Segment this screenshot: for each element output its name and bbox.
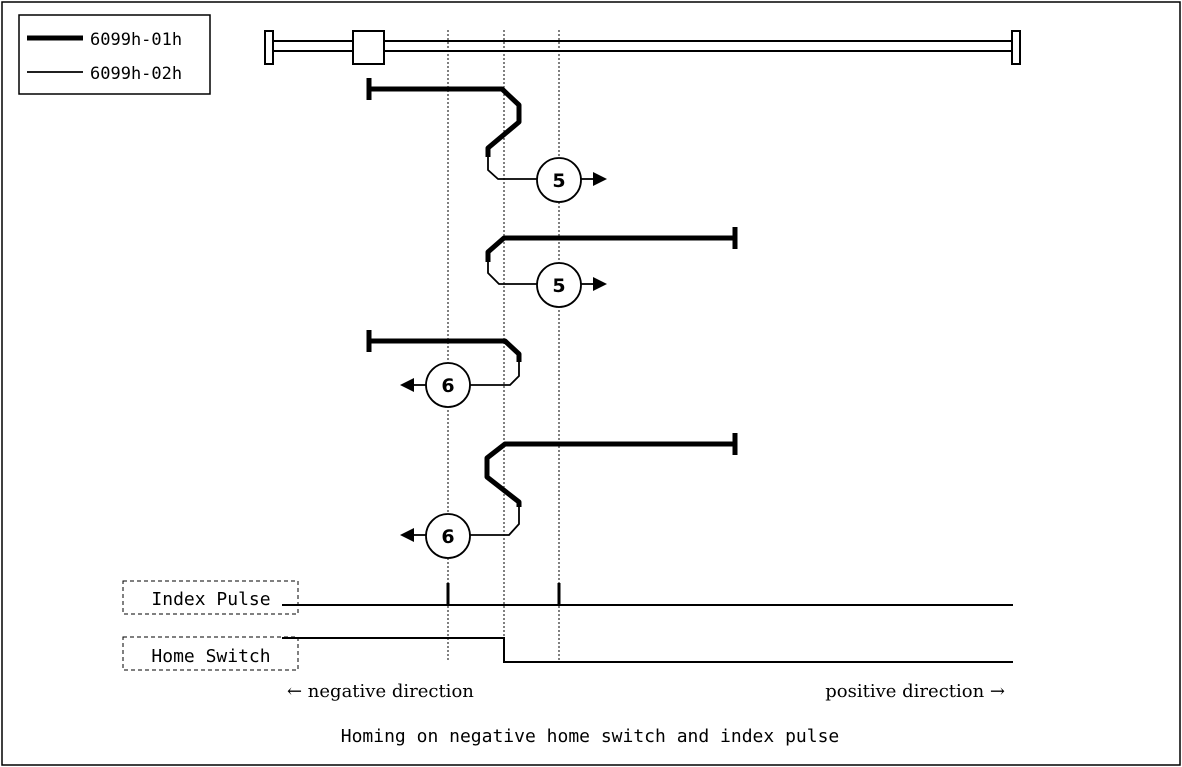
method-circle — [536, 262, 582, 308]
search-path-fast — [485, 235, 735, 262]
method-number: 5 — [552, 170, 565, 192]
method-5-path-a — [366, 78, 607, 186]
search-path-slow — [470, 362, 520, 386]
home-switch-label: Home Switch — [151, 646, 270, 667]
method-6-path-a — [366, 330, 522, 392]
method-badge-1: 5 — [536, 157, 582, 203]
home-switch-line — [282, 637, 1013, 663]
home-switch-signal: Home Switch — [122, 636, 1013, 671]
search-path-fast — [369, 86, 522, 157]
axis-right-end-stop — [1011, 30, 1021, 65]
reference-lines — [447, 30, 560, 662]
positive-direction-label: positive direction → — [825, 681, 1005, 702]
method-badge-4: 6 — [425, 513, 471, 559]
diagram-caption: Homing on negative home switch and index… — [341, 726, 840, 747]
method-number: 6 — [441, 375, 454, 397]
method-circle — [425, 513, 471, 559]
negative-direction-label: ← negative direction — [287, 681, 474, 702]
arrow-right-icon — [593, 172, 607, 186]
search-path-slow — [487, 157, 537, 180]
search-path-fast — [484, 441, 735, 507]
method-badge-3: 6 — [425, 362, 471, 408]
legend-label-thin: 6099h-02h — [90, 64, 182, 84]
axis-rail — [264, 30, 1021, 65]
axis-left-end-stop — [264, 30, 274, 65]
method-circle — [536, 157, 582, 203]
index-pulse-signal: Index Pulse — [122, 580, 1013, 615]
arrow-left-icon — [400, 378, 414, 392]
method-badge-2: 5 — [536, 262, 582, 308]
search-path-slow — [470, 507, 520, 536]
search-path-slow — [487, 262, 537, 285]
method-6-path-b — [400, 433, 738, 542]
method-5-path-b — [485, 227, 738, 291]
method-circle — [425, 362, 471, 408]
home-switch-label-box — [122, 636, 299, 671]
axis-carriage — [352, 30, 385, 65]
index-pulse-label-box — [122, 580, 299, 615]
arrow-left-icon — [400, 528, 414, 542]
legend: 6099h-01h 6099h-02h — [18, 14, 211, 95]
search-path-fast — [369, 338, 522, 362]
method-number: 5 — [552, 275, 565, 297]
arrow-right-icon — [593, 277, 607, 291]
legend-box — [18, 14, 211, 95]
method-number: 6 — [441, 526, 454, 548]
legend-label-thick: 6099h-01h — [90, 30, 182, 50]
index-pulse-label: Index Pulse — [151, 589, 270, 610]
